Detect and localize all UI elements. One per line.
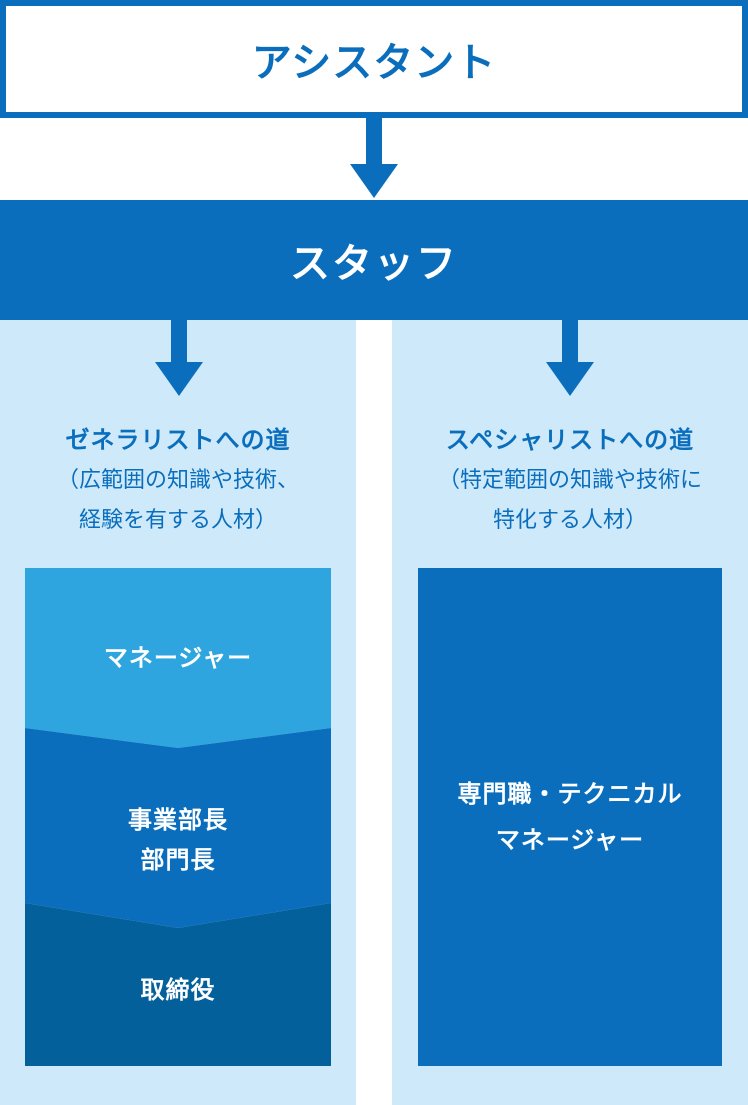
- generalist-steps-shapes: [25, 568, 331, 1066]
- step-division-head-line2: 部門長: [140, 846, 216, 874]
- step-division-head: 事業部長 部門長: [25, 790, 331, 890]
- staff-bar: スタッフ: [0, 200, 748, 320]
- specialist-desc-line2: 特化する人材）: [492, 508, 647, 533]
- step-division-head-line1: 事業部長: [128, 806, 228, 834]
- generalist-title: ゼネラリストへの道: [65, 426, 291, 454]
- specialist-box-line1: 専門職・テクニカル: [457, 780, 683, 808]
- step-manager-shape: [25, 568, 331, 748]
- generalist-header: ゼネラリストへの道 （広範囲の知識や技術、 経験を有する人材）: [0, 420, 356, 541]
- step-manager: マネージャー: [25, 568, 331, 748]
- arrow-down-icon: [350, 118, 398, 198]
- specialist-title: スペシャリストへの道: [445, 426, 695, 454]
- step-director: 取締役: [25, 940, 331, 1040]
- step-director-label: 取締役: [140, 976, 216, 1004]
- step-director-shape: [25, 903, 331, 1066]
- generalist-desc-line2: 経験を有する人材）: [78, 508, 277, 533]
- staff-label: スタッフ: [290, 241, 458, 287]
- arrow-down-icon: [155, 320, 203, 396]
- arrow-down-icon: [546, 320, 594, 396]
- assistant-box: アシスタント: [0, 0, 748, 118]
- specialist-box-line2: マネージャー: [495, 826, 645, 854]
- assistant-label: アシスタント: [251, 40, 497, 86]
- step-manager-label: マネージャー: [103, 644, 253, 672]
- specialist-box: 専門職・テクニカル マネージャー: [418, 568, 722, 1066]
- step-division-head-shape: [25, 728, 331, 928]
- generalist-desc-line1: （広範囲の知識や技術、: [56, 468, 299, 493]
- specialist-header: スペシャリストへの道 （特定範囲の知識や技術に 特化する人材）: [392, 420, 748, 541]
- specialist-desc-line1: （特定範囲の知識や技術に: [437, 468, 702, 493]
